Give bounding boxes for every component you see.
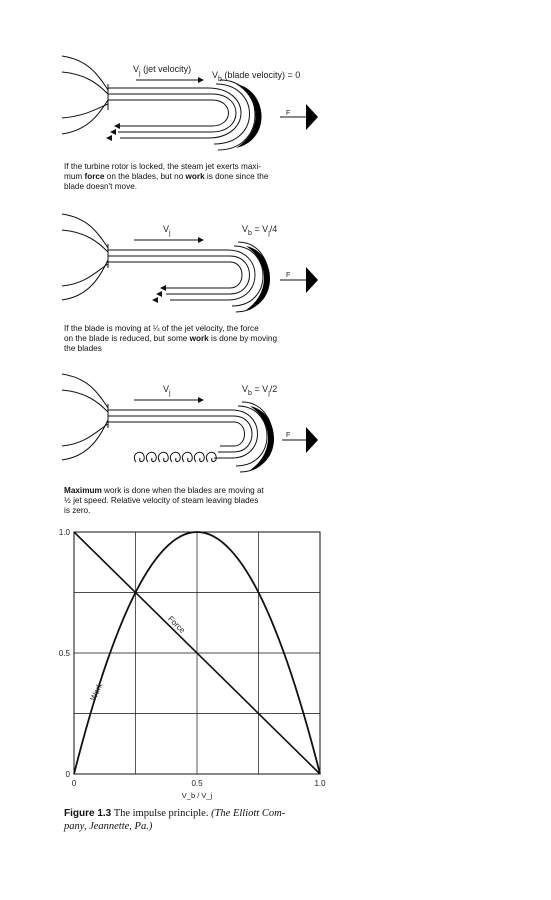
- locked-rotor-diagram: [61, 55, 318, 151]
- y-tick-label: 1.0: [59, 528, 71, 537]
- nozzle-wall: [61, 55, 109, 91]
- x-tick-label: 0: [72, 779, 77, 788]
- jet-velocity-label: Vj: [163, 224, 171, 237]
- caption-emphasis: work: [189, 334, 209, 343]
- panel-caption-half: Maximum work is done when the blades are…: [64, 486, 326, 516]
- jet-velocity-label: Vj: [163, 384, 171, 397]
- jet-velocity-label: Vj (jet velocity): [133, 64, 192, 77]
- force-label: F: [286, 110, 291, 117]
- force-line: [73, 531, 321, 775]
- force-label: F: [286, 432, 291, 439]
- blade-velocity-label: Vb = Vj/2: [242, 384, 278, 397]
- figure-number: Figure 1.3: [64, 808, 112, 819]
- figure-caption: Figure 1.3 The impulse principle. (The E…: [64, 807, 334, 833]
- figure-title: The impulse principle.: [113, 808, 209, 819]
- caption-text: work is done when the blades are moving …: [64, 486, 264, 515]
- x-axis-label: V_b / V_j: [182, 791, 213, 800]
- blade-velocity-label: Vb (blade velocity) = 0: [212, 70, 301, 83]
- force-arrow-head: [306, 104, 318, 130]
- work-curve: [73, 531, 321, 775]
- diagram-panel-half: Vj Vb = Vj/2 F Maximum work is done when…: [0, 370, 551, 520]
- diagram-panel-locked: Vj (jet velocity) Vb (blade velocity) = …: [0, 0, 551, 200]
- blade-velocity-label: Vb = Vj/4: [242, 224, 278, 237]
- caption-text: is done since the blade doesn't move.: [64, 172, 269, 191]
- force-label: F: [286, 272, 291, 279]
- x-tick-label: 1.0: [314, 779, 326, 788]
- caption-text: on the blades, but no: [104, 172, 186, 181]
- caption-emphasis: force: [84, 172, 105, 181]
- panel-caption-locked: If the turbine rotor is locked, the stea…: [64, 162, 326, 192]
- quarter-speed-diagram: [61, 213, 318, 313]
- x-tick-label: 0.5: [191, 779, 203, 788]
- work-series-label: Work: [89, 681, 105, 702]
- caption-text: If the blade is moving at ¼ of the jet v…: [64, 324, 259, 343]
- half-speed-diagram: [61, 373, 318, 473]
- jet-arrow-head: [198, 77, 204, 83]
- caption-text: is done by moving the blades: [64, 334, 278, 353]
- turbine-blade: [236, 84, 262, 148]
- diagram-panel-quarter: Vj Vb = Vj/4 F If the blade is moving at…: [0, 200, 551, 370]
- y-tick-label: 0.5: [59, 649, 71, 658]
- caption-text: If the turbine rotor is locked, the stea…: [64, 162, 262, 181]
- figure-credit: (The Elliott Com- pany, Jeannette, Pa.): [64, 808, 286, 832]
- panel-caption-quarter: If the blade is moving at ¼ of the jet v…: [64, 324, 326, 354]
- caption-emphasis: work: [185, 172, 205, 181]
- caption-emphasis: Maximum: [64, 486, 102, 495]
- y-tick-label: 0: [66, 770, 71, 779]
